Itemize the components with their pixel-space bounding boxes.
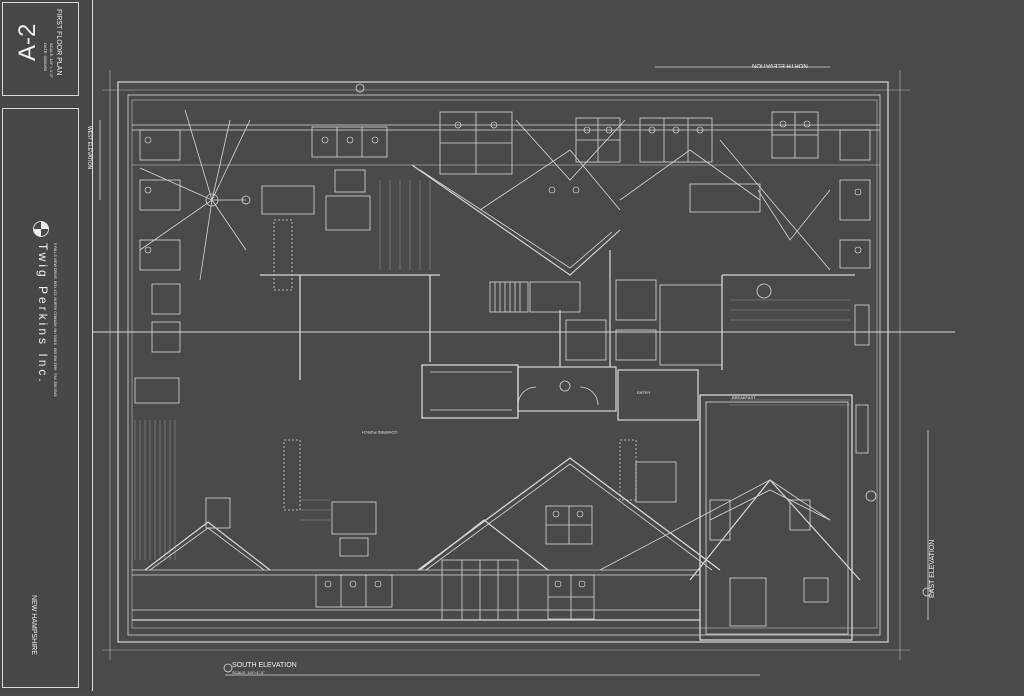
- south-elevation-label: SOUTH ELEVATION: [232, 662, 297, 669]
- title-block: A-2 FIRST FLOOR PLAN DATE: 00/00/00 SCAL…: [0, 0, 93, 691]
- firm-address: 5 FALLS VIEW DRIVE, BOX 422, NORTH CONWA…: [53, 243, 57, 397]
- entry-label: ENTRY: [637, 390, 651, 395]
- east-elevation-label: EAST ELEVATION: [929, 539, 936, 598]
- firm-name: Twig Perkins Inc.: [36, 243, 50, 385]
- breakfast-label: BREAKFAST: [732, 395, 756, 400]
- sheet-number: A-2: [14, 23, 41, 61]
- south-scale-label: SCALE: 1/4"=1'-0": [232, 670, 265, 675]
- west-elevation-label: WEST ELEVATION: [86, 126, 92, 170]
- firm-box: Twig Perkins Inc. 5 FALLS VIEW DRIVE, BO…: [2, 108, 79, 688]
- sheet-info-box: A-2 FIRST FLOOR PLAN DATE: 00/00/00 SCAL…: [2, 2, 79, 96]
- blueprint-drawing: [64, 66, 955, 676]
- covered-porch-label: COVERED PORCH: [362, 430, 398, 435]
- north-elevation-label: NORTH ELEVATION: [752, 62, 808, 68]
- date-label: DATE: 00/00/00: [43, 43, 48, 72]
- firm-logo-icon: [33, 221, 49, 237]
- sheet-title: FIRST FLOOR PLAN: [55, 9, 62, 76]
- state-label: NEW HAMPSHIRE: [30, 595, 37, 655]
- scale-label: SCALE: 1/4" = 1'-0": [49, 43, 54, 78]
- drawing-area: NORTH ELEVATION SOUTH ELEVATION SCALE: 1…: [64, 0, 1024, 691]
